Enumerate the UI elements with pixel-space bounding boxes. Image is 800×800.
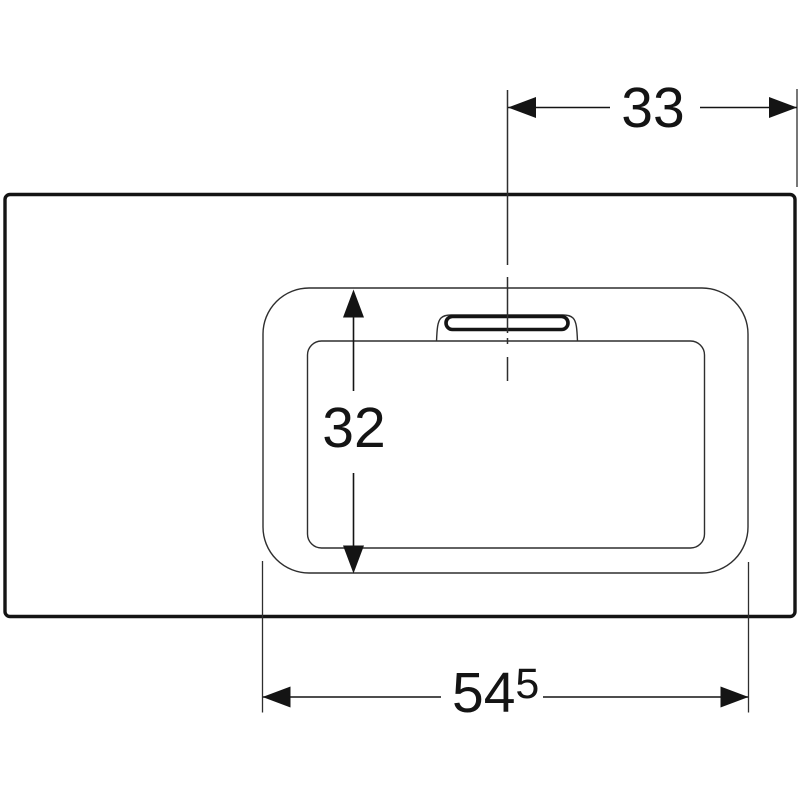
dim-top-arrow-left-icon	[508, 97, 536, 118]
basin-inner-edge	[306, 340, 706, 549]
dim-vertical-arrow-down-icon	[343, 545, 364, 574]
basin-outer-edge	[262, 287, 749, 574]
dim-bottom-arrow-right-icon	[720, 686, 749, 708]
dim-bottom-arrow-left-icon	[262, 686, 291, 708]
dim-vertical-arrow-up-icon	[343, 289, 364, 318]
dim-top-value: 33	[621, 76, 684, 140]
dim-bottom-value: 545	[452, 660, 539, 725]
dim-top-arrow-right-icon	[769, 97, 797, 118]
countertop-outline	[3, 192, 797, 619]
dim-bottom-value-superscript: 5	[515, 660, 539, 708]
dim-bottom-value-main: 54	[452, 661, 515, 725]
dim-vertical-value: 32	[322, 396, 385, 460]
